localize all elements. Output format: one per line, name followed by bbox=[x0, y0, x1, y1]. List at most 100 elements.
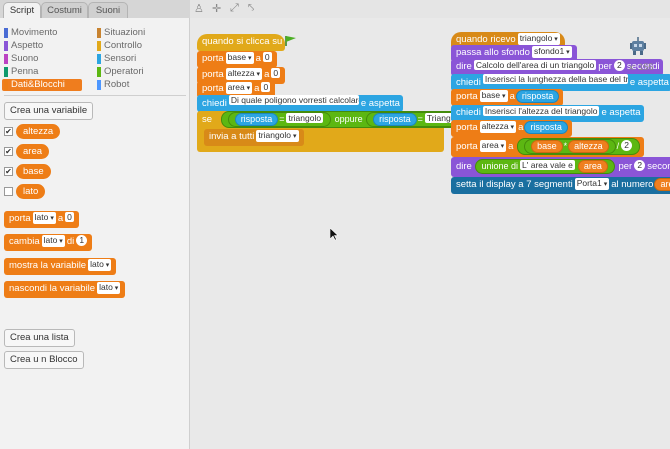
question-input[interactable]: Inserisci la lunghezza della base del tr… bbox=[482, 74, 628, 84]
variable-dropdown[interactable]: lato bbox=[41, 235, 65, 247]
variable-dropdown[interactable]: lato bbox=[97, 282, 121, 294]
base-reporter[interactable]: base bbox=[531, 140, 563, 153]
equals-condition[interactable]: risposta=Triangolo bbox=[366, 112, 473, 127]
block-label: e aspetta bbox=[629, 77, 669, 88]
value-input[interactable]: 0 bbox=[271, 68, 281, 78]
move-icon[interactable]: ✛ bbox=[212, 3, 222, 15]
tab-script[interactable]: Script bbox=[3, 2, 41, 19]
variable-checkbox-altezza[interactable]: ✔ bbox=[4, 127, 13, 136]
variable-checkbox-lato[interactable] bbox=[4, 187, 13, 196]
create-list-button[interactable]: Crea una lista bbox=[4, 329, 75, 347]
set-area-block[interactable]: portaareaa0 bbox=[197, 81, 276, 98]
message-dropdown[interactable]: triangolo bbox=[256, 130, 299, 142]
variable-checkbox-base[interactable]: ✔ bbox=[4, 167, 13, 176]
set-variable-block[interactable]: portalatoa0 bbox=[4, 211, 79, 228]
variable-checkbox-area[interactable]: ✔ bbox=[4, 147, 13, 156]
text-input[interactable]: Calcolo dell'area di un triangolo bbox=[473, 60, 597, 70]
change-variable-block[interactable]: cambialatodi1 bbox=[4, 234, 93, 251]
value-input[interactable]: 2 bbox=[621, 140, 633, 151]
block-label: quando si clicca su bbox=[202, 36, 283, 47]
set-base-block[interactable]: portabasea0 bbox=[197, 51, 277, 68]
variable-dropdown[interactable]: lato bbox=[32, 212, 56, 224]
stamp-icon[interactable]: ♙ bbox=[194, 3, 204, 15]
question-input[interactable]: Di quale poligono vorresti calcolare l'a… bbox=[228, 95, 359, 105]
variable-dropdown[interactable]: altezza bbox=[225, 68, 263, 80]
variable-reporter-area[interactable]: area bbox=[16, 144, 50, 159]
tab-costumi[interactable]: Costumi bbox=[41, 2, 88, 18]
category-controllo[interactable]: Controllo bbox=[95, 40, 185, 52]
category-dati-blocchi[interactable]: Dati&Blocchi bbox=[2, 79, 82, 91]
answer-reporter[interactable]: risposta bbox=[515, 90, 560, 103]
category-color-icon bbox=[97, 28, 101, 38]
category-robot[interactable]: Robot bbox=[95, 79, 185, 91]
variable-reporter-base[interactable]: base bbox=[16, 164, 51, 179]
category-penna[interactable]: Penna bbox=[2, 66, 90, 78]
area-reporter[interactable]: area bbox=[654, 178, 670, 191]
backdrop-dropdown[interactable]: sfondo1 bbox=[531, 46, 572, 58]
robot-sprite-icon bbox=[628, 36, 648, 56]
answer-reporter[interactable]: risposta bbox=[524, 121, 568, 134]
operator-label: = bbox=[417, 114, 423, 124]
category-situazioni[interactable]: Situazioni bbox=[95, 27, 185, 39]
variable-reporter-altezza[interactable]: altezza bbox=[16, 124, 61, 139]
category-label: Situazioni bbox=[104, 27, 146, 38]
category-suono[interactable]: Suono bbox=[2, 53, 90, 65]
block-label: a bbox=[508, 141, 514, 152]
set-altezza-block[interactable]: portaaltezzaa0 bbox=[197, 67, 286, 84]
category-movimento[interactable]: Movimento bbox=[2, 27, 90, 39]
question-input[interactable]: Inserisci l'altezza del triangolo bbox=[482, 106, 600, 116]
variable-dropdown[interactable]: area bbox=[225, 82, 253, 94]
value-input[interactable]: 0 bbox=[65, 212, 74, 222]
value-input[interactable]: 1 bbox=[76, 235, 88, 246]
set-altezza-block[interactable]: portaaltezzaarisposta bbox=[451, 120, 572, 137]
message-dropdown[interactable]: triangolo bbox=[517, 33, 560, 45]
green-flag-hat-block[interactable]: quando si clicca su bbox=[197, 34, 296, 51]
multiply-operator[interactable]: base*altezza bbox=[524, 139, 616, 154]
value-input[interactable]: 0 bbox=[261, 82, 271, 92]
variable-dropdown[interactable]: base bbox=[225, 52, 254, 64]
altezza-reporter[interactable]: altezza bbox=[568, 140, 609, 153]
shrink-icon[interactable]: ⤣ bbox=[248, 2, 255, 14]
equals-condition[interactable]: risposta=triangolo bbox=[227, 112, 332, 127]
seven-segment-display-block[interactable]: setta il display a 7 segmentiPorta1al nu… bbox=[451, 177, 670, 194]
variable-dropdown[interactable]: lato bbox=[88, 259, 112, 271]
category-aspetto[interactable]: Aspetto bbox=[2, 40, 90, 52]
answer-reporter[interactable]: risposta bbox=[234, 113, 279, 126]
variable-dropdown[interactable]: base bbox=[479, 90, 508, 102]
create-variable-button[interactable]: Crea una variabile bbox=[4, 102, 94, 120]
area-reporter[interactable]: area bbox=[577, 160, 608, 173]
answer-reporter[interactable]: risposta bbox=[373, 113, 417, 126]
category-sensori[interactable]: Sensori bbox=[95, 53, 185, 65]
grow-icon[interactable]: ⤢ bbox=[230, 2, 239, 14]
category-operatori[interactable]: Operatori bbox=[95, 66, 185, 78]
tab-suoni[interactable]: Suoni bbox=[88, 2, 128, 18]
set-base-block[interactable]: portabasearisposta bbox=[451, 89, 564, 106]
value-input[interactable]: Triangolo bbox=[424, 113, 465, 123]
value-input[interactable]: triangolo bbox=[286, 113, 324, 123]
divide-operator[interactable]: base*altezza/2 bbox=[517, 138, 641, 155]
text-input[interactable]: L' area vale e bbox=[520, 160, 575, 170]
seconds-input[interactable]: 2 bbox=[613, 60, 625, 71]
block-label: al numero bbox=[611, 179, 654, 190]
set-area-block[interactable]: portaareaa base*altezza/2 bbox=[451, 137, 645, 157]
value-input[interactable]: 0 bbox=[262, 52, 272, 62]
variable-dropdown[interactable]: area bbox=[479, 140, 507, 152]
seconds-input[interactable]: 2 bbox=[634, 160, 646, 171]
variable-reporter-lato[interactable]: lato bbox=[16, 184, 46, 199]
create-block-button[interactable]: Crea u n Blocco bbox=[4, 351, 84, 369]
or-condition[interactable]: risposta=triangolo oppure risposta=Trian… bbox=[220, 111, 480, 128]
port-dropdown[interactable]: Porta1 bbox=[574, 178, 610, 190]
variable-dropdown[interactable]: altezza bbox=[479, 121, 517, 133]
block-label: e aspetta bbox=[360, 98, 400, 109]
